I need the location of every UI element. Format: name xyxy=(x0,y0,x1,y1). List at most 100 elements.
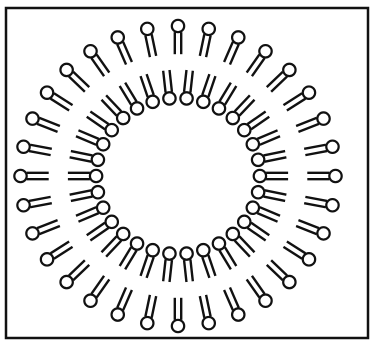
hollow-circle-head xyxy=(227,228,239,240)
double-line-tail xyxy=(264,197,286,201)
double-line-tail xyxy=(305,151,327,155)
inner-lipid xyxy=(68,170,102,182)
hollow-circle-head xyxy=(97,138,109,150)
double-line-tail xyxy=(30,145,52,149)
hollow-circle-head xyxy=(141,23,153,35)
hollow-circle-head xyxy=(112,308,124,320)
outer-lipid xyxy=(60,260,89,288)
hollow-circle-head xyxy=(213,102,225,114)
double-line-tail xyxy=(163,259,165,281)
outer-lipid xyxy=(41,242,73,266)
double-line-tail xyxy=(69,260,85,275)
outer-lipid xyxy=(267,64,296,92)
hollow-circle-head xyxy=(232,308,244,320)
inner-lipid xyxy=(102,95,130,124)
outer-leaflet xyxy=(14,20,341,332)
inner-lipid xyxy=(163,70,175,105)
double-line-tail xyxy=(206,295,211,317)
outer-lipid xyxy=(141,295,156,329)
inner-lipid xyxy=(70,186,104,201)
double-line-tail xyxy=(152,34,157,56)
double-line-tail xyxy=(147,74,154,95)
hollow-circle-head xyxy=(283,276,295,288)
hollow-circle-head xyxy=(180,247,192,259)
hollow-circle-head xyxy=(252,154,264,166)
double-line-tail xyxy=(271,260,287,275)
hollow-circle-head xyxy=(90,170,102,182)
outer-lipid xyxy=(26,112,60,132)
double-line-tail xyxy=(170,70,172,92)
double-line-tail xyxy=(239,236,254,252)
double-line-tail xyxy=(190,259,192,281)
hollow-circle-head xyxy=(317,227,329,239)
double-line-tail xyxy=(69,77,85,92)
double-line-tail xyxy=(163,71,165,93)
double-line-tail xyxy=(235,241,250,257)
hollow-circle-head xyxy=(259,45,271,57)
double-line-tail xyxy=(30,203,52,207)
hollow-circle-head xyxy=(60,64,72,76)
outer-lipid xyxy=(296,112,330,132)
inner-lipid xyxy=(141,244,159,278)
double-line-tail xyxy=(170,260,172,282)
hollow-circle-head xyxy=(17,199,29,211)
hollow-circle-head xyxy=(41,86,53,98)
hollow-circle-head xyxy=(84,45,96,57)
double-line-tail xyxy=(264,151,286,155)
outer-lipid xyxy=(141,23,156,57)
outer-lipid xyxy=(296,220,330,240)
inner-lipid xyxy=(102,228,130,257)
double-line-tail xyxy=(304,203,326,207)
inner-lipid xyxy=(87,216,118,241)
inner-lipid xyxy=(227,228,255,257)
hollow-circle-head xyxy=(238,124,250,136)
outer-lipid xyxy=(41,86,73,110)
hollow-circle-head xyxy=(317,112,329,124)
double-line-tail xyxy=(190,71,192,93)
double-line-tail xyxy=(102,236,117,252)
inner-lipid xyxy=(180,247,192,282)
double-line-tail xyxy=(70,157,92,161)
double-line-tail xyxy=(102,100,117,116)
double-line-tail xyxy=(29,197,51,201)
inner-lipid xyxy=(197,74,215,108)
inner-lipid xyxy=(252,151,286,166)
hollow-circle-head xyxy=(106,124,118,136)
double-line-tail xyxy=(271,77,287,92)
outer-lipid xyxy=(200,23,215,57)
outer-lipid xyxy=(17,197,52,212)
double-line-tail xyxy=(152,296,157,318)
inner-lipid xyxy=(197,244,215,278)
double-line-tail xyxy=(206,36,211,58)
hollow-circle-head xyxy=(97,202,109,214)
outer-lipid xyxy=(304,141,338,156)
outer-lipid xyxy=(304,197,338,212)
inner-lipid xyxy=(213,237,237,269)
double-line-tail xyxy=(208,76,215,97)
inner-lipid xyxy=(238,216,269,241)
hollow-circle-head xyxy=(131,102,143,114)
hollow-circle-head xyxy=(26,112,38,124)
hollow-circle-head xyxy=(329,170,341,182)
double-line-tail xyxy=(239,100,254,116)
inner-lipid xyxy=(76,202,109,222)
outer-lipid xyxy=(224,287,244,320)
hollow-circle-head xyxy=(247,138,259,150)
double-line-tail xyxy=(71,197,93,201)
hollow-circle-head xyxy=(141,317,153,329)
outer-lipid xyxy=(283,242,315,266)
outer-lipid xyxy=(14,170,48,182)
hollow-circle-head xyxy=(41,253,53,265)
hollow-circle-head xyxy=(247,202,259,214)
double-line-tail xyxy=(200,34,205,56)
double-line-tail xyxy=(73,265,89,280)
double-line-tail xyxy=(202,74,209,95)
outer-lipid xyxy=(247,276,272,307)
double-line-tail xyxy=(29,151,51,155)
double-line-tail xyxy=(147,257,154,278)
outer-lipid xyxy=(172,20,184,54)
hollow-circle-head xyxy=(238,216,250,228)
double-line-tail xyxy=(70,190,92,194)
double-line-tail xyxy=(106,241,121,257)
hollow-circle-head xyxy=(172,320,184,332)
